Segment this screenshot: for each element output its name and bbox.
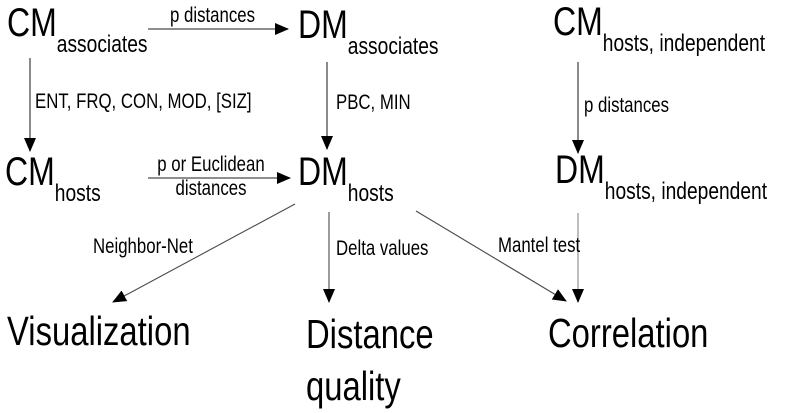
node-dm-hosts: DMhosts bbox=[298, 150, 394, 206]
node-dm-associates-main: DM bbox=[298, 3, 348, 47]
edge-label-ent-frq-con-mod-siz: ENT, FRQ, CON, MOD, [SIZ] bbox=[35, 90, 252, 113]
edge-dm-hosts-to-correlation bbox=[415, 210, 567, 302]
node-cm-hosts-independent: CMhosts, independent bbox=[553, 0, 765, 56]
node-cm-hosts: CMhosts bbox=[5, 150, 101, 206]
edge-label-mantel-test: Mantel test bbox=[498, 234, 581, 257]
node-dm-associates: DMassociates bbox=[298, 3, 438, 59]
edge-label-neighbor-net: Neighbor-Net bbox=[93, 235, 193, 258]
edge-label-p-distances-right: p distances bbox=[584, 94, 669, 117]
node-cm-hosts-sub: hosts bbox=[54, 180, 101, 207]
node-cm-associates: CMassociates bbox=[7, 1, 147, 57]
node-dm-hosts-independent: DMhosts, independent bbox=[555, 148, 767, 204]
node-cm-associates-sub: associates bbox=[56, 31, 148, 58]
node-cm-associates-main: CM bbox=[7, 1, 57, 45]
edge-dm-hosts-to-visualization bbox=[112, 203, 296, 303]
node-dm-associates-sub: associates bbox=[347, 33, 439, 60]
node-cm-hosts-independent-sub: hosts, independent bbox=[602, 30, 766, 57]
node-cm-hosts-main: CM bbox=[5, 150, 55, 194]
node-visualization: Visualization bbox=[7, 308, 191, 354]
edge-label-pbc-min: PBC, MIN bbox=[336, 91, 411, 114]
node-dm-hosts-main: DM bbox=[298, 150, 348, 194]
edge-label-delta-values: Delta values bbox=[336, 237, 429, 260]
edge-label-p-distances-top: p distances bbox=[170, 4, 255, 27]
edge-label-p-or-euclidean-distances: p or Euclidean distances bbox=[157, 153, 265, 200]
node-correlation: Correlation bbox=[548, 310, 709, 356]
node-dm-hosts-sub: hosts bbox=[347, 180, 394, 207]
node-cm-hosts-independent-main: CM bbox=[553, 0, 603, 44]
node-dm-hosts-independent-sub: hosts, independent bbox=[604, 178, 768, 205]
node-dm-hosts-independent-main: DM bbox=[555, 148, 605, 192]
node-distance-quality: Distance quality bbox=[306, 311, 434, 410]
